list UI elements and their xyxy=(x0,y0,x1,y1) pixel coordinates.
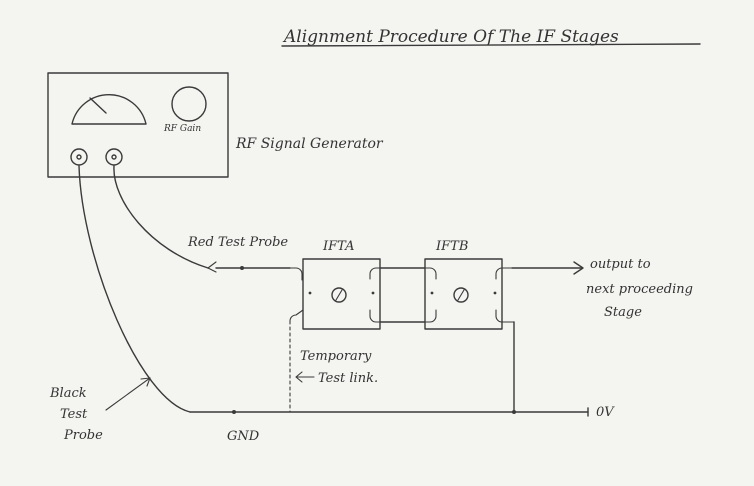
ifta-transformer xyxy=(289,258,381,330)
title-underline xyxy=(281,43,701,47)
iftb-transformer xyxy=(424,258,515,330)
ifta-box xyxy=(302,258,381,330)
rf-gain-knob-icon xyxy=(171,86,207,122)
black-probe-arrow-icon xyxy=(140,377,151,387)
output-label-2: next proceeding xyxy=(586,282,693,297)
red-probe-label: Red Test Probe xyxy=(187,235,288,250)
meter-dial-icon xyxy=(71,93,147,125)
black-probe-label-3: Probe xyxy=(63,428,103,443)
socket-red-icon xyxy=(105,148,123,166)
output-arrow-icon xyxy=(573,261,584,275)
generator-box xyxy=(47,72,229,178)
rf-gain-label: RF Gain xyxy=(163,124,201,134)
temp-link-label-1: Temporary xyxy=(300,349,372,364)
black-probe-label-1: Black xyxy=(49,386,87,401)
temp-link-label-2: Test link. xyxy=(318,371,378,386)
diagram-title: Alignment Procedure Of The IF Stages xyxy=(282,27,619,47)
black-probe-lead xyxy=(78,165,191,413)
red-probe-lead xyxy=(113,165,209,269)
iftb-box xyxy=(424,258,503,330)
ifta-core-icon xyxy=(331,287,347,303)
black-probe-label-2: Test xyxy=(60,407,88,422)
output-label-1: output to xyxy=(590,257,651,272)
rf-signal-generator: RF Gain xyxy=(47,72,229,178)
meter-needle-icon xyxy=(89,97,107,114)
gnd-label: GND xyxy=(227,429,260,444)
generator-label: RF Signal Generator xyxy=(235,136,384,152)
temp-link-arrow-icon xyxy=(295,371,315,383)
ifta-label: IFTA xyxy=(322,239,355,254)
socket-black-icon xyxy=(70,148,88,166)
iftb-core-icon xyxy=(453,287,469,303)
ov-label: 0V xyxy=(596,405,615,420)
red-probe-tip-icon xyxy=(207,261,217,273)
black-probe-pointer xyxy=(105,377,151,411)
output-label-3: Stage xyxy=(604,305,642,320)
iftb-label: IFTB xyxy=(435,239,468,254)
